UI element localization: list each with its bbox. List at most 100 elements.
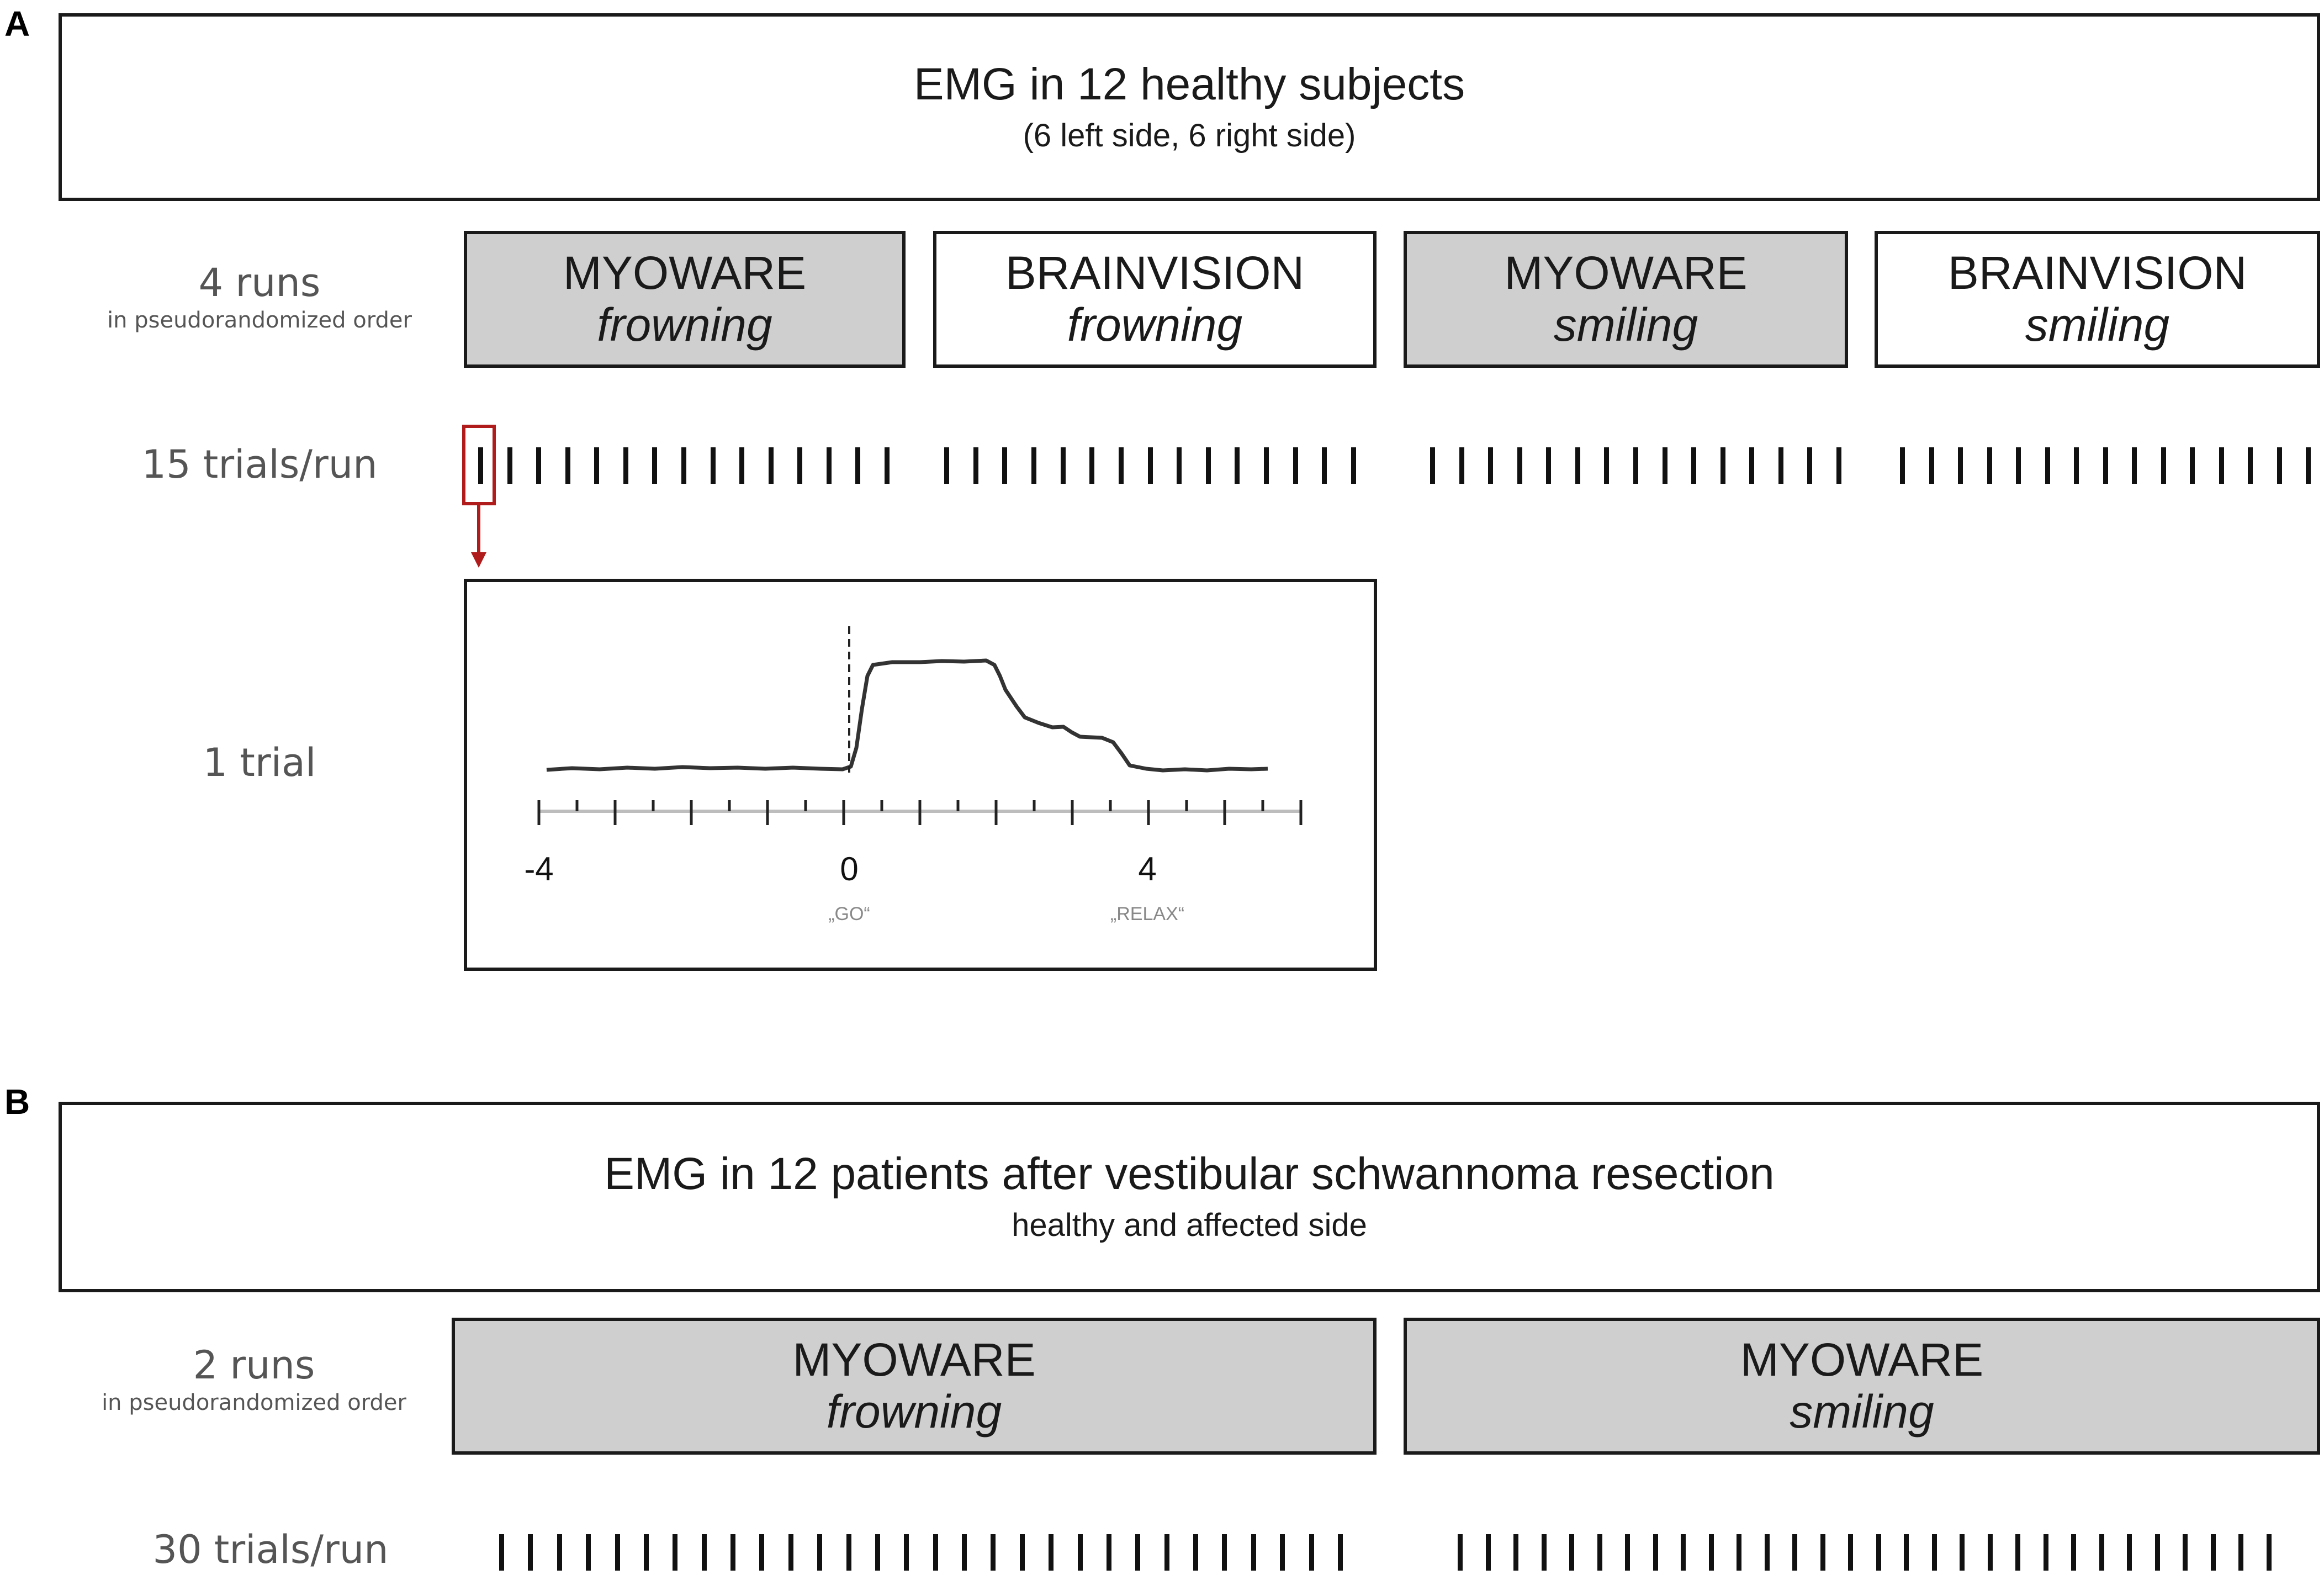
- trial-tick: [1541, 1534, 1547, 1571]
- trial-tick: [1193, 1534, 1199, 1571]
- trial-tick: [1929, 447, 1934, 484]
- trial-tick: [1513, 1534, 1519, 1571]
- panel-b-runs-order: in pseudorandomized order: [102, 1390, 406, 1415]
- panel-b-subtitle: healthy and affected side: [1012, 1207, 1367, 1244]
- run-box-b-2: MYOWARE smiling: [1404, 1318, 2320, 1455]
- trial-tick: [1280, 1534, 1285, 1571]
- trial-tick: [652, 447, 658, 484]
- trial-tick: [507, 447, 512, 484]
- cue-go-label: „GO“: [828, 903, 870, 924]
- trial-tick: [2043, 1534, 2048, 1571]
- trial-tick: [701, 1534, 707, 1571]
- panel-b-runs-label: 2 runs in pseudorandomized order: [61, 1342, 447, 1417]
- trial-tick: [855, 447, 861, 484]
- trial-tick: [1960, 1534, 1965, 1571]
- single-trial-plot: -4 0 4 „GO“ „RELAX“: [524, 626, 1303, 924]
- trial-tick: [2103, 447, 2108, 484]
- trial-tick: [1031, 447, 1036, 484]
- trial-tick: [1662, 447, 1667, 484]
- trial-tick: [1708, 1534, 1714, 1571]
- trial-tick: [2210, 1534, 2216, 1571]
- trial-tick: [1309, 1534, 1314, 1571]
- trial-tick: [1147, 447, 1153, 484]
- trial-tick: [536, 447, 542, 484]
- trial-tick: [2045, 447, 2050, 484]
- trial-tick: [1488, 447, 1494, 484]
- trial-tick: [1820, 1534, 1825, 1571]
- trial-tick: [759, 1534, 765, 1571]
- trial-tick: [1338, 1534, 1343, 1571]
- trial-tick: [2127, 1534, 2132, 1571]
- trial-tick: [1205, 447, 1211, 484]
- trial-tick: [1517, 447, 1522, 484]
- trial-tick: [1089, 447, 1095, 484]
- trial-tick: [2306, 447, 2311, 484]
- trial-tick: [1987, 1534, 1993, 1571]
- trial-tick: [2161, 447, 2166, 484]
- trial-tick: [1987, 447, 1992, 484]
- trial-tick: [2099, 1534, 2104, 1571]
- trial-tick: [1106, 1534, 1111, 1571]
- trial-tick: [1691, 447, 1697, 484]
- trial-tick: [1019, 1534, 1025, 1571]
- trial-tick: [1485, 1534, 1491, 1571]
- trial-tick: [2183, 1534, 2188, 1571]
- trial-tick: [933, 1534, 938, 1571]
- trial-tick: [1597, 1534, 1602, 1571]
- trial-tick: [1633, 447, 1638, 484]
- trial-tick: [904, 1534, 909, 1571]
- trial-tick: [817, 1534, 823, 1571]
- panel-letter-b: B: [4, 1082, 30, 1122]
- cue-relax-label: „RELAX“: [1110, 903, 1184, 924]
- trial-tick: [1293, 447, 1298, 484]
- trial-tick: [1164, 1534, 1169, 1571]
- trial-tick: [788, 1534, 793, 1571]
- trial-tick: [586, 1534, 591, 1571]
- trial-tick: [1118, 447, 1124, 484]
- trial-tick: [1458, 1534, 1463, 1571]
- run-task: frowning: [597, 298, 772, 351]
- trial-tick: [1876, 1534, 1881, 1571]
- trial-tick: [1060, 447, 1066, 484]
- highlight-box: [462, 425, 496, 505]
- trial-tick: [2015, 1534, 2021, 1571]
- trial-tick: [1807, 447, 1813, 484]
- panel-a-runs-label: 4 runs in pseudorandomized order: [66, 260, 453, 335]
- run-box-a-2: BRAINVISION frowning: [933, 231, 1377, 368]
- trial-tick: [1778, 447, 1783, 484]
- run-device: BRAINVISION: [1005, 246, 1305, 299]
- trial-tick: [1264, 447, 1269, 484]
- trial-tick: [1077, 1534, 1083, 1571]
- trial-tick: [1720, 447, 1725, 484]
- trial-tick: [673, 1534, 678, 1571]
- trial-tick: [1546, 447, 1552, 484]
- trial-tick: [528, 1534, 533, 1571]
- trial-tick: [565, 447, 570, 484]
- arrow-head-icon: [471, 552, 486, 568]
- trial-tick: [944, 447, 949, 484]
- trial-tick: [1235, 447, 1240, 484]
- trial-tick: [730, 1534, 736, 1571]
- run-device: MYOWARE: [563, 246, 807, 299]
- panel-letter-a: A: [4, 4, 30, 44]
- trial-tick: [1681, 1534, 1686, 1571]
- tick-label-4: 4: [1138, 850, 1156, 887]
- trial-tick: [643, 1534, 649, 1571]
- trial-tick: [2248, 447, 2253, 484]
- run-box-a-1: MYOWARE frowning: [464, 231, 906, 368]
- trial-tick: [2267, 1534, 2272, 1571]
- trial-tick: [1430, 447, 1435, 484]
- single-trial-plot-frame: -4 0 4 „GO“ „RELAX“: [464, 579, 1377, 971]
- trial-tick: [681, 447, 686, 484]
- trial-tick: [1904, 1534, 1909, 1571]
- trial-tick: [2277, 447, 2282, 484]
- trial-tick: [1900, 447, 1905, 484]
- trial-tick: [1049, 1534, 1054, 1571]
- trial-tick: [826, 447, 832, 484]
- trial-tick: [1002, 447, 1008, 484]
- run-task: smiling: [1553, 298, 1698, 351]
- panel-a-runs-order: in pseudorandomized order: [107, 308, 412, 333]
- trial-tick: [846, 1534, 851, 1571]
- trial-tick: [991, 1534, 996, 1571]
- run-task: frowning: [1067, 298, 1243, 351]
